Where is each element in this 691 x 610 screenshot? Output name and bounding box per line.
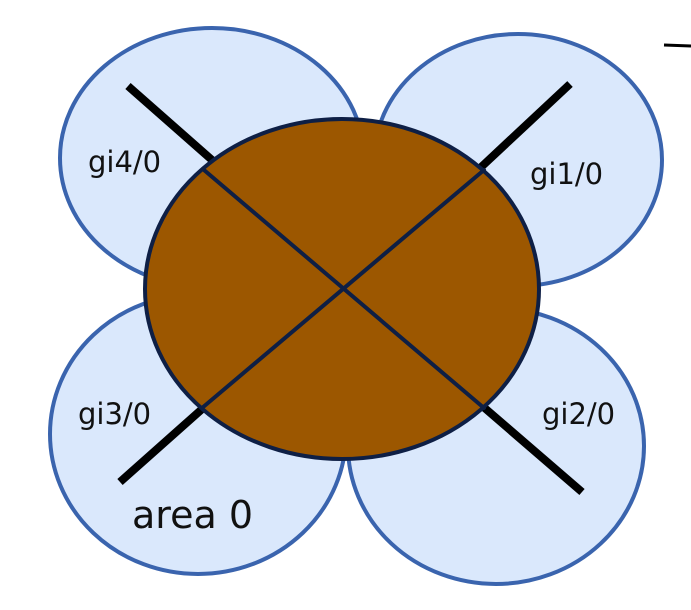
link-stub-top-left: [125, 82, 215, 164]
interface-label-gi1: gi1/0: [530, 157, 603, 191]
interface-label-gi2: gi2/0: [542, 397, 615, 431]
link-stub-top-right: [475, 81, 573, 173]
inner-link-tr-bl: [200, 168, 486, 410]
link-stub-bottom-left: [117, 399, 213, 485]
interface-label-gi3: gi3/0: [78, 397, 151, 431]
link-stub-bottom-right: [477, 400, 585, 496]
edge-mark: [663, 43, 691, 48]
area-label: area 0: [132, 493, 253, 537]
interface-label-gi4: gi4/0: [88, 145, 161, 179]
